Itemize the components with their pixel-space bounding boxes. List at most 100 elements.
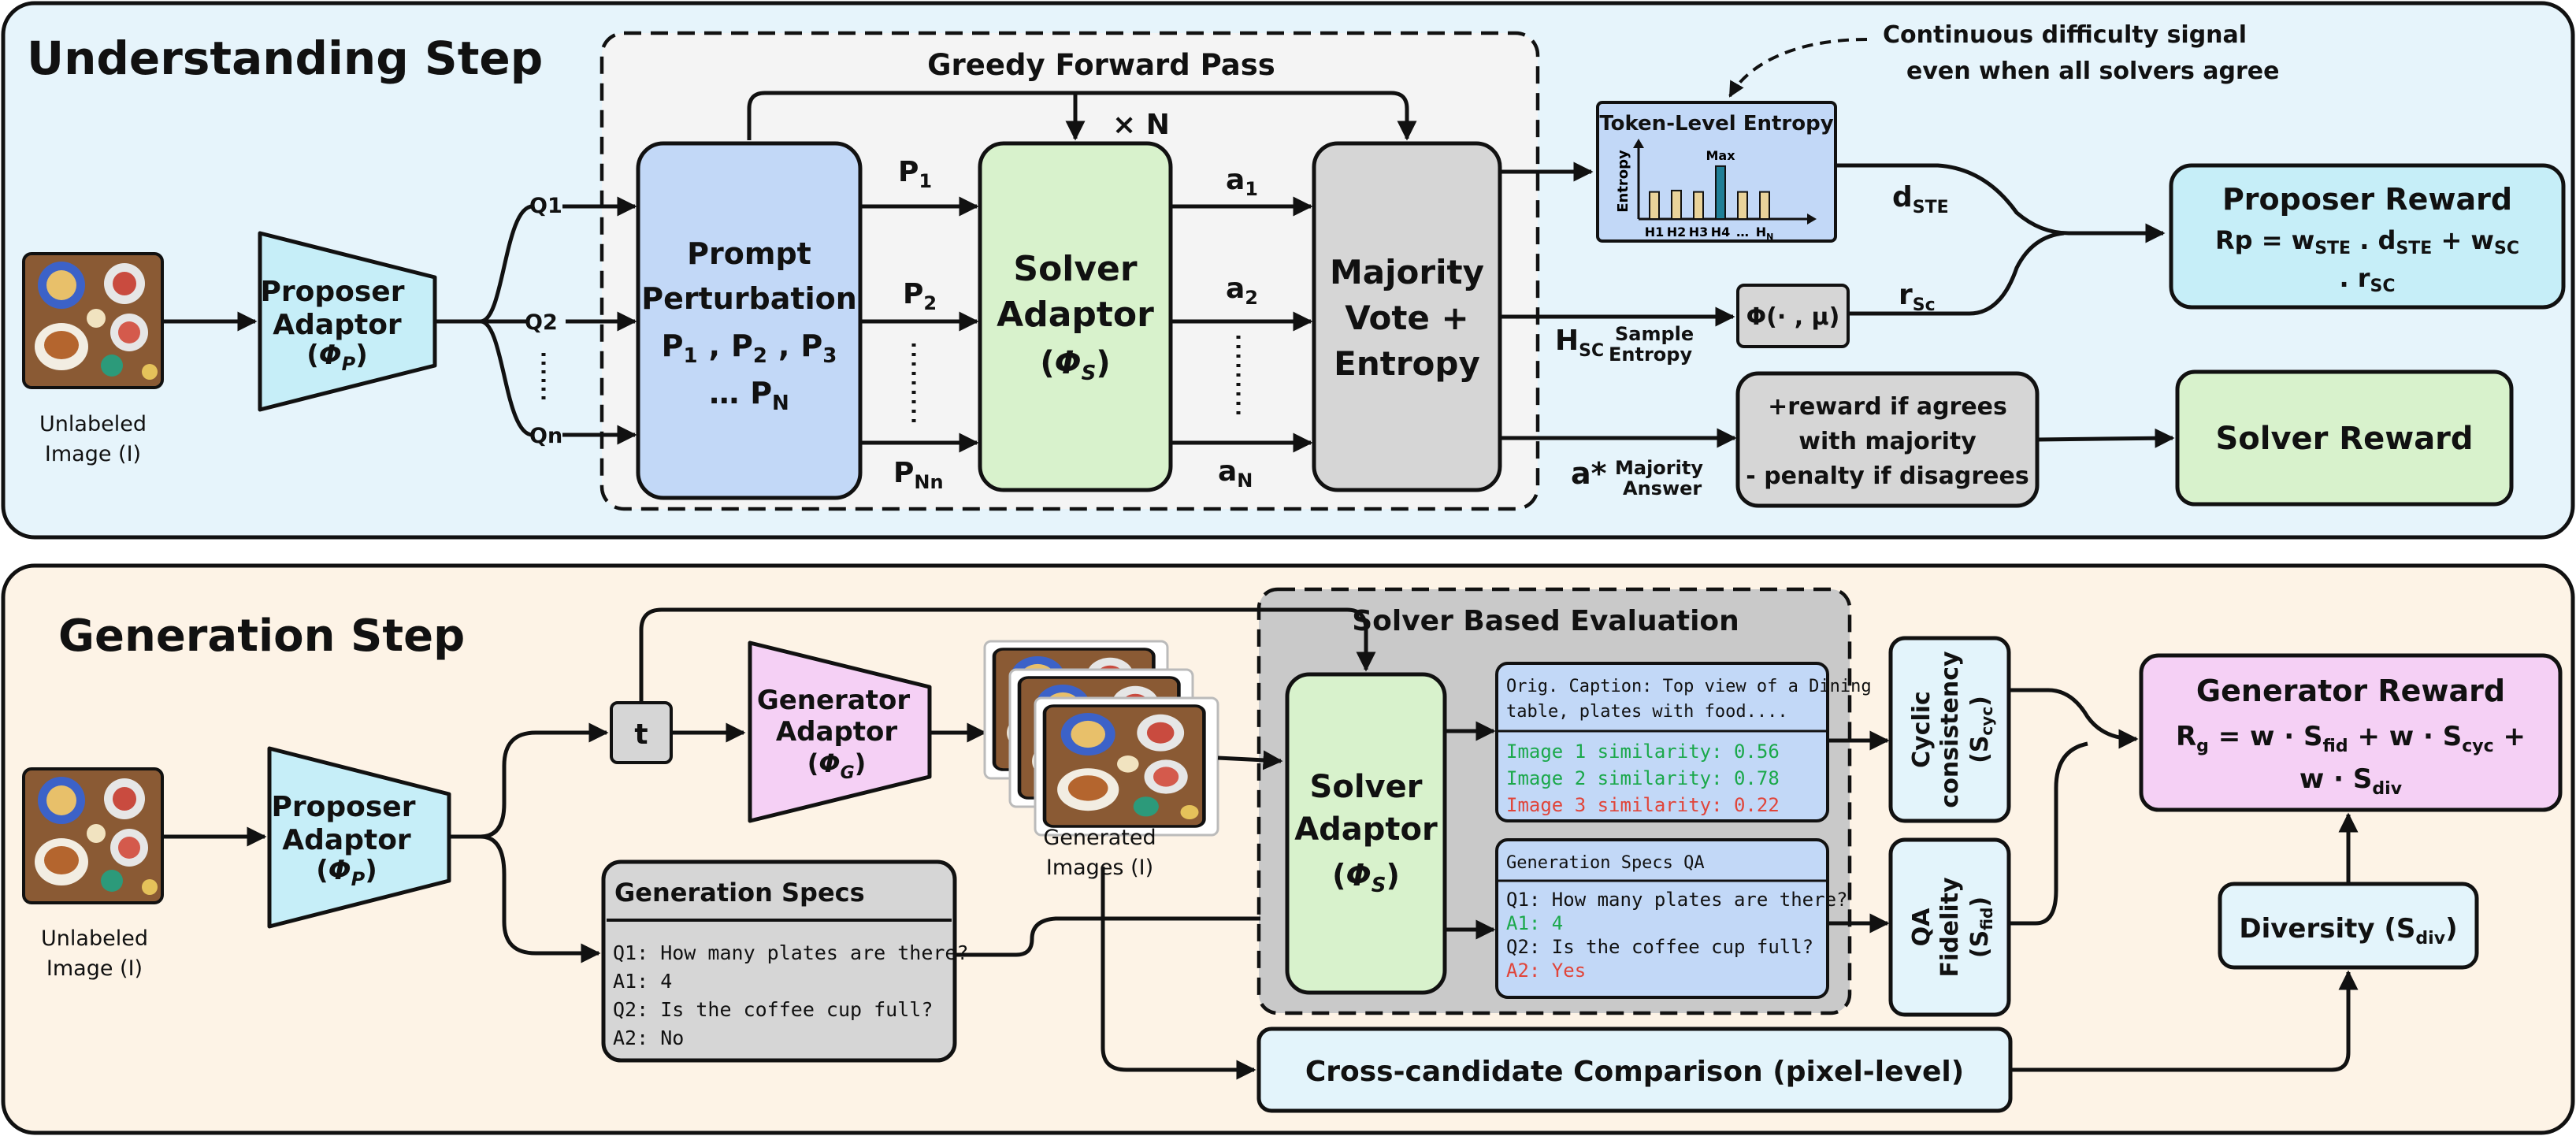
similarity-1: Image 1 similarity: 0.56 xyxy=(1506,741,1780,763)
generator-label-2: Adaptor xyxy=(776,716,898,748)
proposer-phi: (ΦP) xyxy=(306,340,368,375)
majority-answer-2: Answer xyxy=(1623,477,1702,499)
specs-line-1: Q1: How many plates are there? xyxy=(613,941,969,964)
majority-label-3: Entropy xyxy=(1334,344,1480,383)
gen-solver-label-1: Solver xyxy=(1310,769,1423,805)
similarity-2: Image 2 similarity: 0.78 xyxy=(1506,767,1780,789)
qa-line-3: Q2: Is the coffee cup full? xyxy=(1506,936,1813,958)
entropy-tick-label: H2 xyxy=(1667,225,1687,239)
qa-fidelity-box xyxy=(1888,837,2011,1017)
proposer-reward-formula-1: Rp = wSTE . dSTE + wSC xyxy=(2215,225,2519,258)
proposer-reward-formula-2: . rSC xyxy=(2339,263,2395,296)
proposer-label-2: Adaptor xyxy=(273,309,402,341)
entropy-max-label: Max xyxy=(1706,148,1735,163)
gen-proposer-label-2: Adaptor xyxy=(282,824,411,856)
rsc-label: rSc xyxy=(1899,279,1936,315)
solver-phi: (ΦS) xyxy=(1040,345,1110,385)
perturb-label-1: Prompt xyxy=(687,236,811,271)
feedback-line-1: +reward if agrees xyxy=(1768,393,2007,421)
cyclic-label-3: (Scyc) xyxy=(1966,696,1996,763)
q2-label: Q2 xyxy=(525,310,558,335)
caption-line-1: Orig. Caption: Top view of a Dining xyxy=(1506,677,1872,696)
majority-label-2: Vote + xyxy=(1345,299,1468,337)
an-label: aN xyxy=(1218,455,1253,492)
proposer-reward-box xyxy=(2169,163,2566,310)
diversity-label: Diversity (Sdiv) xyxy=(2239,913,2457,949)
gen-solver-adaptor-box xyxy=(1285,672,1447,995)
pnn-label: PNn xyxy=(893,457,944,493)
generator-phi: (ΦG) xyxy=(807,748,867,783)
p2-label: P2 xyxy=(903,278,937,314)
cyclic-label-2: consistency xyxy=(1936,651,1964,808)
perturb-last: …PN xyxy=(709,376,789,415)
times-n-label: × N xyxy=(1112,109,1170,141)
generated-label-2: Images (I) xyxy=(1046,856,1153,880)
difficulty-note-2: even when all solvers agree xyxy=(1906,58,2279,85)
entropy-tick-label: … xyxy=(1736,225,1749,239)
a2-label: a2 xyxy=(1226,273,1258,309)
proposer-adaptor xyxy=(258,231,437,412)
sample-entropy-2: Entropy xyxy=(1609,343,1692,366)
cyclic-consistency-box xyxy=(1888,636,2011,823)
p1-label: P1 xyxy=(898,156,932,192)
specs-line-2: A1: 4 xyxy=(613,970,672,993)
gen-image-label-1: Unlabeled xyxy=(41,926,148,951)
entropy-tick-label: H4 xyxy=(1711,225,1731,239)
astar-label: a* xyxy=(1571,456,1607,491)
feedback-line-3: - penalty if disagrees xyxy=(1746,462,2029,490)
qa-fid-label-1: QA xyxy=(1908,908,1936,947)
entropy-x-arrow xyxy=(1807,213,1817,225)
gen-proposer-adaptor xyxy=(267,746,451,929)
solver-reward-label: Solver Reward xyxy=(2215,421,2473,457)
dste-label: dSTE xyxy=(1892,181,1949,217)
gen-proposer-phi: (ΦP) xyxy=(316,855,377,890)
specs-line-3: Q2: Is the coffee cup full? xyxy=(613,998,933,1021)
greedy-title: Greedy Forward Pass xyxy=(927,48,1275,82)
qn-label: Qn xyxy=(529,424,562,448)
entropy-tick-label: H1 xyxy=(1645,225,1665,239)
perturb-label-2: Perturbation xyxy=(641,281,857,316)
sample-entropy-1: Sample xyxy=(1615,323,1694,345)
difficulty-note-1: Continuous difficulty signal xyxy=(1883,21,2247,49)
generator-reward-formula-1: Rg = w · Sfid + w · Scyc + xyxy=(2176,721,2526,756)
solver-eval-title: Solver Based Evaluation xyxy=(1352,605,1739,637)
prompt-perturbation-box xyxy=(636,141,863,500)
proposer-label-1: Proposer xyxy=(261,276,405,308)
perturb-prompts: P1,P2,P3 xyxy=(662,329,837,368)
phi-function-label: Φ(· , μ) xyxy=(1746,303,1840,331)
q1-label: Q1 xyxy=(529,194,562,218)
entropy-bar xyxy=(1671,189,1682,221)
token-entropy-title: Token-Level Entropy xyxy=(1599,112,1833,136)
majority-answer-1: Majority xyxy=(1615,457,1703,479)
generation-title: Generation Step xyxy=(58,611,465,662)
gen-unlabeled-image xyxy=(22,767,164,904)
entropy-bar xyxy=(1737,191,1748,221)
caption-line-2: table, plates with food.... xyxy=(1506,702,1788,722)
generator-adaptor xyxy=(748,640,932,823)
generation-specs-box xyxy=(601,859,957,1063)
generator-reward-title: Generator Reward xyxy=(2196,674,2505,708)
cross-candidate-label: Cross-candidate Comparison (pixel-level) xyxy=(1305,1056,1964,1088)
solver-reward-box xyxy=(2175,369,2514,507)
entropy-y-label: Entropy xyxy=(1615,150,1631,213)
similarity-3: Image 3 similarity: 0.22 xyxy=(1506,794,1780,816)
majority-label-1: Majority xyxy=(1330,253,1484,291)
qa-fid-label-3: (Sfid) xyxy=(1966,897,1996,958)
unlabeled-image-label-2: Image (I) xyxy=(45,442,141,466)
gen-image-label-2: Image (I) xyxy=(46,956,143,981)
qa-line-1: Q1: How many plates are there? xyxy=(1506,889,1847,911)
entropy-y-arrow xyxy=(1633,139,1644,148)
understanding-title: Understanding Step xyxy=(27,32,543,85)
entropy-bar xyxy=(1693,191,1704,221)
unlabeled-image-label: Unlabeled xyxy=(39,412,147,436)
unlabeled-image xyxy=(22,252,164,389)
gen-solver-phi: (ΦS) xyxy=(1332,858,1400,897)
phi-function-box xyxy=(1736,284,1850,348)
entropy-bar xyxy=(1759,191,1770,221)
a1-label: a1 xyxy=(1226,164,1258,200)
generator-reward-formula-2: w · Sdiv xyxy=(2299,763,2403,799)
qa-title: Generation Specs QA xyxy=(1506,853,1705,873)
generated-label-1: Generated xyxy=(1043,826,1156,850)
entropy-tick-label: H3 xyxy=(1689,225,1709,239)
